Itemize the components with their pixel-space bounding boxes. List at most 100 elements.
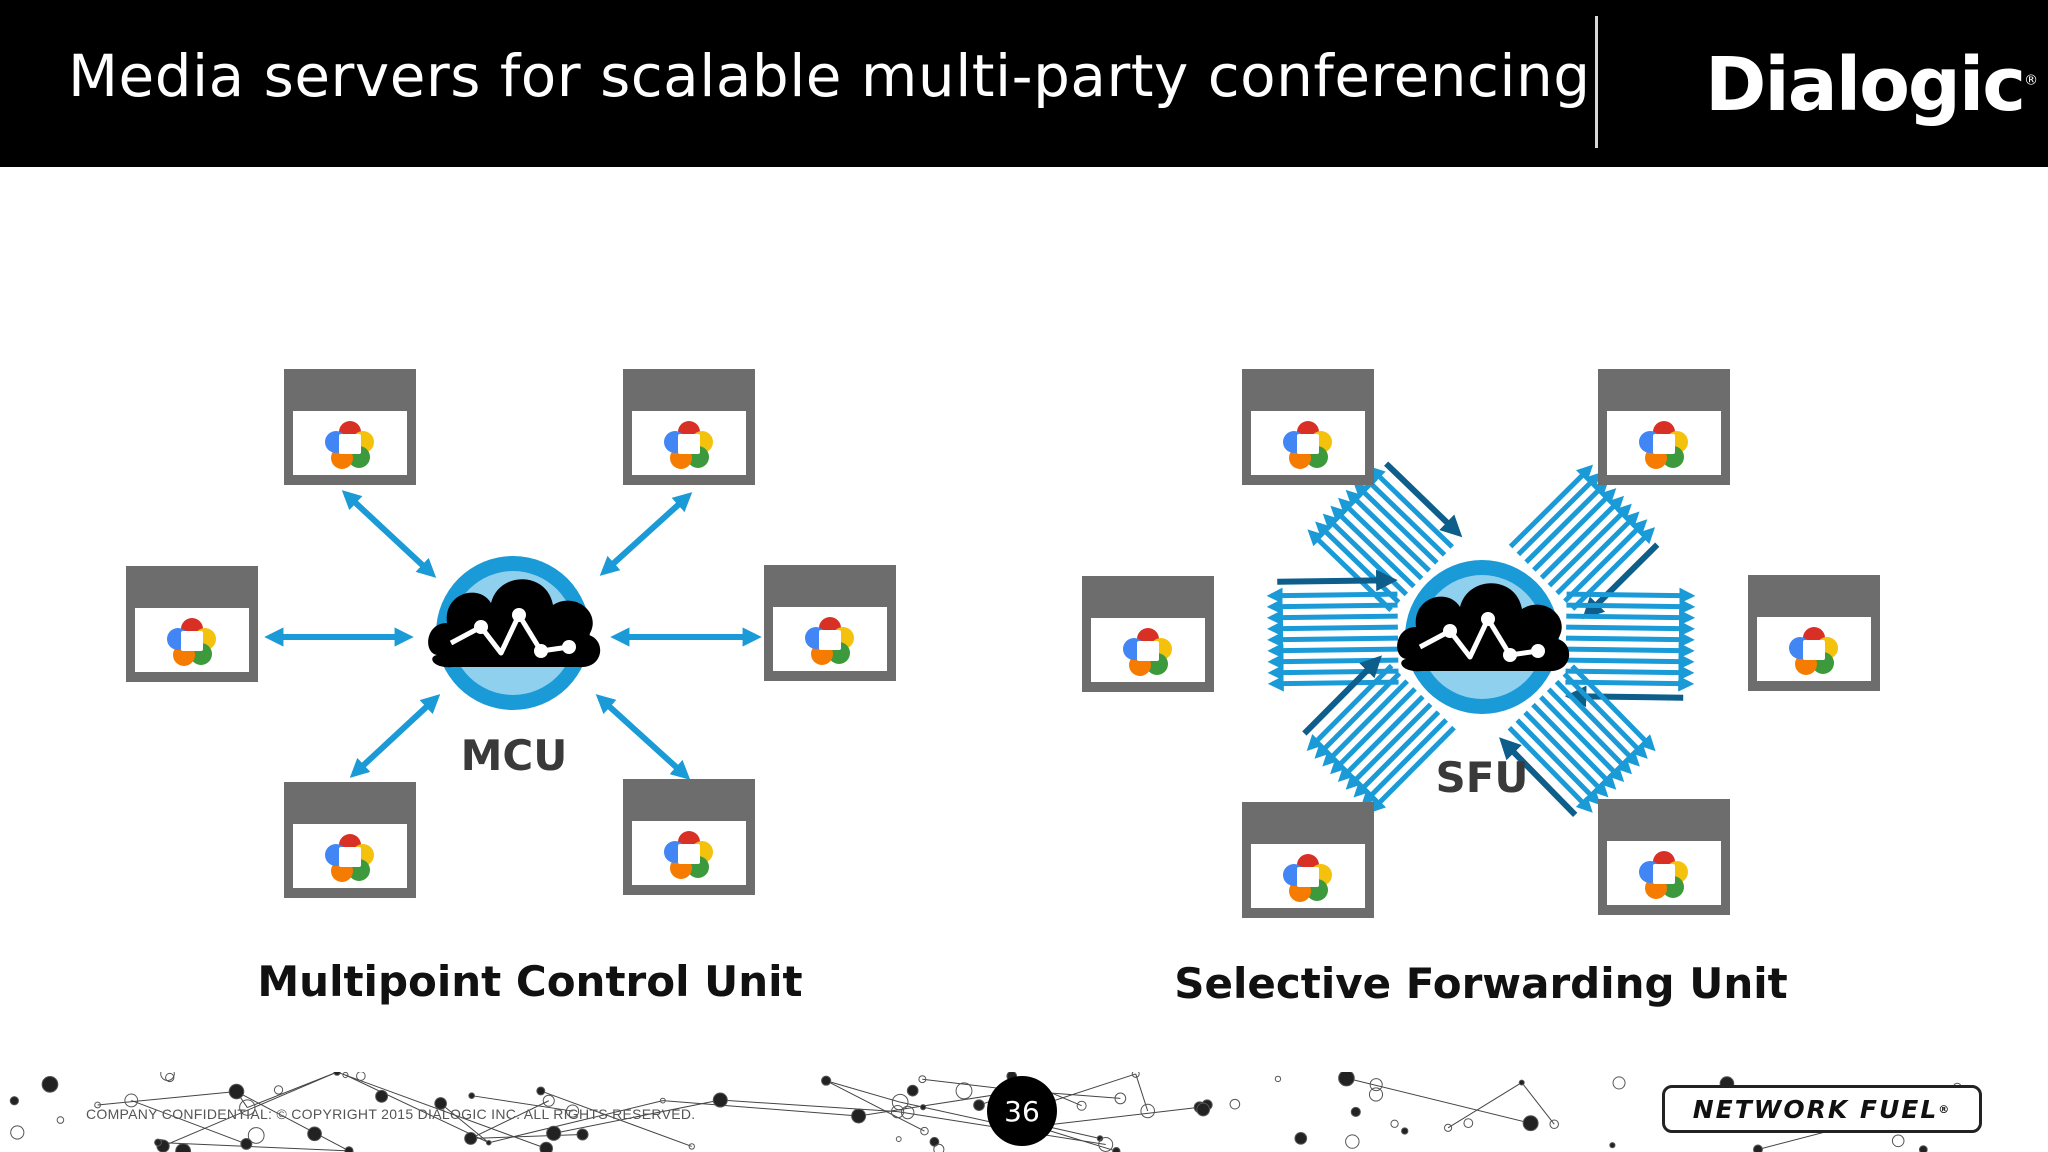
- network-node: [1518, 1079, 1525, 1086]
- sfu-stream-arrow: [1267, 631, 1399, 648]
- network-node: [175, 1143, 192, 1152]
- network-node: [10, 1125, 25, 1140]
- network-node: [891, 1093, 909, 1111]
- network-node: [920, 1126, 929, 1136]
- sfu-stream-arrow: [1547, 503, 1632, 588]
- sfu-stream-arrow: [1267, 653, 1399, 670]
- network-link: [470, 1100, 549, 1139]
- network-node: [542, 1094, 555, 1107]
- network-node: [1338, 1072, 1355, 1087]
- network-node: [342, 1072, 349, 1079]
- network-node: [1131, 1072, 1140, 1078]
- page-number: 36: [987, 1076, 1057, 1146]
- browser-endpoint-icon: [284, 782, 416, 898]
- network-link: [336, 1072, 547, 1149]
- sfu-stream-arrow: [1566, 587, 1696, 604]
- network-node: [1076, 1100, 1087, 1111]
- network-link: [720, 1099, 898, 1113]
- dialogic-logo: Dialogic®: [1705, 42, 2038, 128]
- browser-endpoint-icon: [1242, 802, 1374, 918]
- network-node: [273, 1085, 284, 1095]
- mcu-arrow-bottom-right: [595, 694, 691, 780]
- sfu-stream-arrow: [1566, 609, 1696, 626]
- browser-endpoint-icon: [1598, 369, 1730, 485]
- network-node: [1350, 1106, 1361, 1117]
- sfu-stream-arrow: [1566, 620, 1695, 637]
- browser-endpoint-icon: [764, 565, 896, 681]
- network-link: [440, 1103, 490, 1144]
- network-link: [1135, 1073, 1149, 1112]
- network-node: [464, 1131, 478, 1145]
- mcu-arrow-bottom-left: [349, 694, 441, 778]
- slide-title: Media servers for scalable multi-party c…: [68, 42, 1591, 110]
- sfu-stream-arrow: [1267, 620, 1398, 637]
- sfu-stream-arrow: [1314, 671, 1402, 759]
- network-link: [553, 1099, 721, 1134]
- network-node: [712, 1092, 728, 1108]
- sfu-stream-arrow: [1266, 587, 1398, 604]
- browser-endpoint-icon: [623, 369, 755, 485]
- network-node: [468, 1092, 475, 1099]
- network-node: [565, 1104, 580, 1118]
- sfu-stream-arrow: [1563, 519, 1648, 603]
- network-fuel-logo: NETWORK FUEL®: [1662, 1085, 1982, 1133]
- sfu-stream-arrow: [1507, 726, 1593, 813]
- network-node: [240, 1137, 253, 1150]
- network-node: [160, 1072, 175, 1081]
- sfu-stream-arrow: [1565, 675, 1695, 692]
- network-node: [536, 1086, 546, 1096]
- network-fuel-text: NETWORK FUEL: [1692, 1094, 1939, 1124]
- sfu-stream-arrow: [1267, 642, 1399, 659]
- network-node: [1274, 1075, 1282, 1083]
- network-link: [131, 1099, 247, 1145]
- network-node: [1918, 1145, 1928, 1152]
- sfu-stream-arrow: [1524, 480, 1609, 564]
- network-node: [1401, 1127, 1409, 1135]
- sfu-stream-arrow: [1539, 695, 1625, 783]
- network-node: [890, 1105, 905, 1119]
- logo-text: Dialogic: [1705, 42, 2026, 128]
- sfu-stream-arrow: [1565, 653, 1695, 670]
- network-node: [307, 1126, 322, 1142]
- sfu-stream-arrow: [1566, 598, 1696, 615]
- network-node: [165, 1072, 175, 1083]
- network-node: [247, 1127, 265, 1144]
- sfu-stream-arrow: [1516, 472, 1601, 557]
- network-node: [124, 1093, 139, 1108]
- mcu-diagram: MCU Multipoint Control Unit: [126, 369, 896, 1006]
- browser-endpoint-icon: [1598, 799, 1730, 915]
- network-node: [228, 1083, 245, 1100]
- network-node: [56, 1116, 65, 1124]
- network-node: [9, 1096, 19, 1106]
- network-node: [900, 1105, 915, 1120]
- network-node: [333, 1072, 341, 1076]
- network-node: [906, 1084, 919, 1097]
- sfu-upstream-arrow: [1384, 461, 1463, 538]
- cloud-graph-icon: [1397, 557, 1569, 717]
- sfu-upstream-arrow: [1277, 569, 1398, 592]
- network-link: [488, 1100, 663, 1144]
- network-node: [1612, 1076, 1626, 1090]
- sfu-stream-arrow: [1330, 505, 1416, 589]
- sfu-stream-arrow: [1554, 679, 1640, 767]
- network-node: [539, 1141, 554, 1152]
- network-node: [973, 1099, 985, 1111]
- sfu-hub-label: SFU: [1435, 753, 1528, 802]
- browser-endpoint-icon: [1242, 369, 1374, 485]
- network-node: [1443, 1123, 1453, 1132]
- browser-endpoint-icon: [623, 779, 755, 895]
- network-link: [470, 1134, 583, 1139]
- mcu-hub-label: MCU: [461, 731, 568, 780]
- network-node: [1390, 1119, 1399, 1128]
- network-link: [471, 1095, 573, 1112]
- sfu-upstream-arrow: [1302, 655, 1382, 736]
- sfu-stream-arrow: [1267, 664, 1399, 681]
- network-node: [933, 1143, 945, 1152]
- network-node: [895, 1136, 902, 1142]
- network-node: [955, 1082, 973, 1100]
- sfu-upstream-arrow: [1499, 737, 1578, 817]
- sfu-stream-arrow: [1562, 672, 1648, 759]
- sfu-stream-arrow: [1565, 631, 1695, 648]
- sfu-stream-arrow: [1546, 687, 1633, 775]
- sfu-stream-arrow: [1267, 675, 1399, 692]
